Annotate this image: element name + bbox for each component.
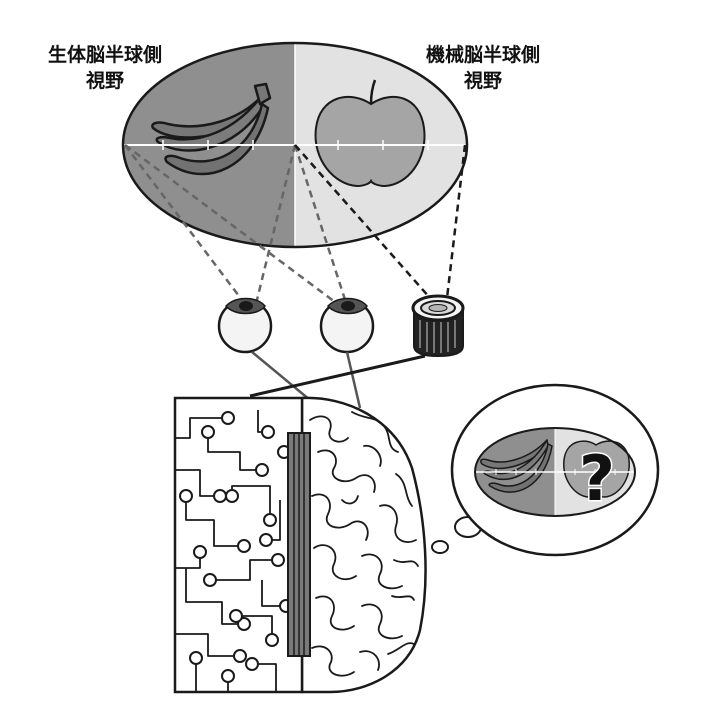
bio-hemisphere-field-label: 生体脳半球側 視野	[30, 42, 180, 94]
mech-hemisphere-text: 機械脳半球側	[425, 44, 540, 66]
right-eye-icon	[319, 297, 375, 354]
left-eye-icon	[217, 297, 273, 354]
thought-bubble-icon: ?	[431, 383, 660, 557]
circuit-board-icon	[173, 396, 304, 694]
mini-apple-icon	[563, 440, 630, 498]
question-mark-icon: ?	[579, 442, 615, 515]
apple-icon	[314, 79, 426, 188]
horizon-ticks	[162, 140, 429, 150]
brain-machine-interface-strip	[287, 432, 311, 657]
bio-hemisphere-text: 生体脳半球側	[47, 44, 162, 66]
nerve-connections	[249, 351, 426, 409]
camera-lens-icon	[411, 294, 465, 358]
mech-hemisphere-field-label: 機械脳半球側 視野	[408, 42, 558, 94]
banana-icon	[151, 82, 272, 176]
bio-field-text: 視野	[85, 70, 124, 92]
projection-lines	[124, 143, 467, 313]
mech-field-text: 視野	[463, 70, 502, 92]
brain-icon	[300, 396, 427, 694]
